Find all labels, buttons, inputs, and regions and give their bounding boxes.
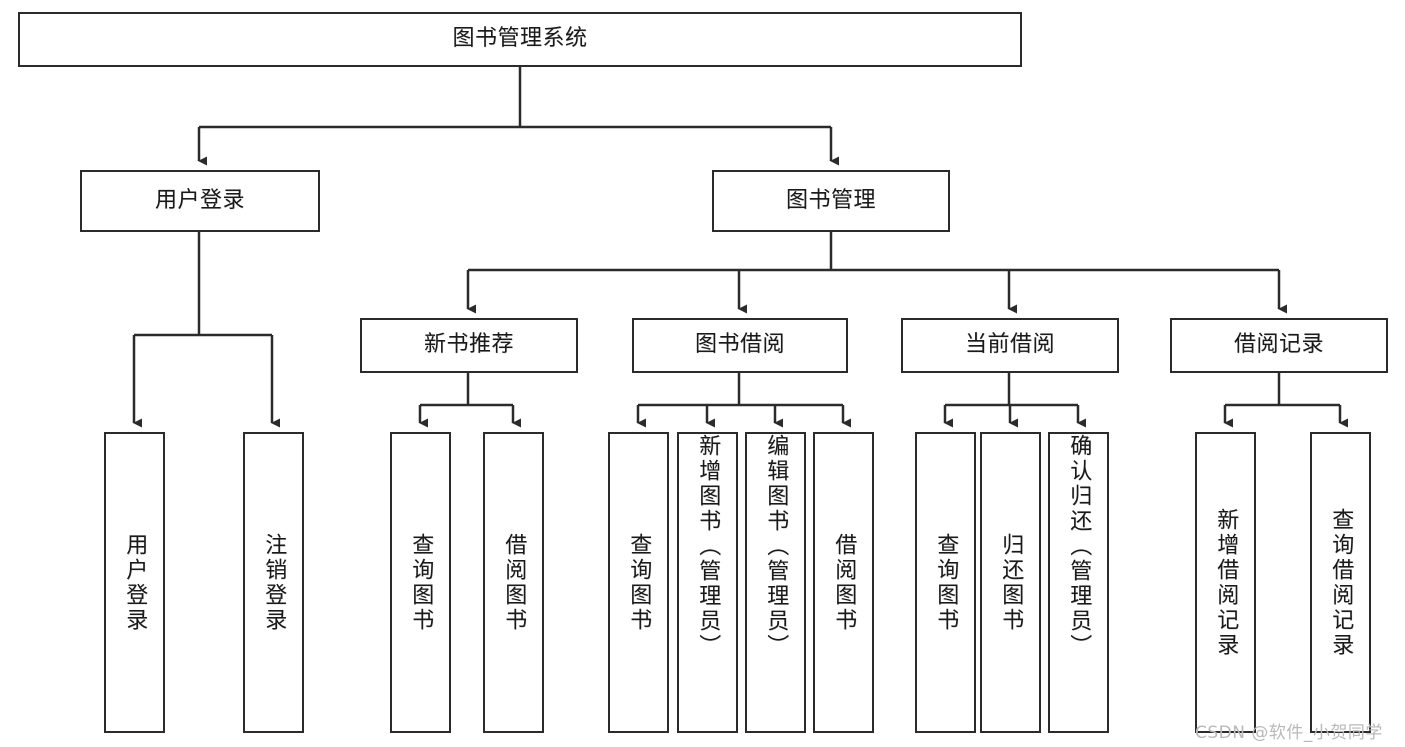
node-user-login-label: 用户登录 <box>154 187 245 213</box>
node-book-borrow-label: 图书借阅 <box>694 332 785 358</box>
node-user-login[interactable]: 用户登录 <box>80 170 320 232</box>
leaf-borrow-record-add-label: 新增借阅记录 <box>1213 507 1239 658</box>
leaf-user-login-logout[interactable]: 注销登录 <box>243 432 304 733</box>
leaf-user-login-login[interactable]: 用户登录 <box>104 432 165 733</box>
node-root-system-label: 图书管理系统 <box>452 26 588 52</box>
leaf-book-borrow-borrow-label: 借阅图书 <box>831 532 857 633</box>
leaf-new-book-borrow-label: 借阅图书 <box>501 532 527 633</box>
leaf-book-borrow-query-label: 查询图书 <box>626 532 652 633</box>
csdn-watermark: CSDN @软件_小贺同学 <box>1195 723 1383 743</box>
node-borrow-record[interactable]: 借阅记录 <box>1170 318 1388 373</box>
leaf-borrow-record-add[interactable]: 新增借阅记录 <box>1195 432 1256 733</box>
node-root-system[interactable]: 图书管理系统 <box>18 12 1022 67</box>
node-book-management-label: 图书管理 <box>785 187 876 213</box>
leaf-book-borrow-add[interactable]: 新增图书（管理员） <box>677 432 738 733</box>
node-current-borrow[interactable]: 当前借阅 <box>901 318 1119 373</box>
leaf-new-book-borrow[interactable]: 借阅图书 <box>483 432 544 733</box>
node-new-book-recommend[interactable]: 新书推荐 <box>360 318 578 373</box>
node-current-borrow-label: 当前借阅 <box>964 332 1055 358</box>
leaf-book-borrow-add-label: 新增图书（管理员） <box>695 434 721 659</box>
leaf-new-book-query-label: 查询图书 <box>408 532 434 633</box>
leaf-user-login-login-label: 用户登录 <box>122 532 148 633</box>
leaf-book-borrow-borrow[interactable]: 借阅图书 <box>813 432 874 733</box>
leaf-book-borrow-edit[interactable]: 编辑图书（管理员） <box>745 432 806 733</box>
node-new-book-recommend-label: 新书推荐 <box>423 332 514 358</box>
leaf-book-borrow-edit-label: 编辑图书（管理员） <box>763 434 789 659</box>
leaf-current-borrow-query-label: 查询图书 <box>933 532 959 633</box>
leaf-borrow-record-query-label: 查询借阅记录 <box>1328 507 1354 658</box>
leaf-borrow-record-query[interactable]: 查询借阅记录 <box>1310 432 1371 733</box>
leaf-current-borrow-confirm-label: 确认归还（管理员） <box>1066 434 1092 659</box>
leaf-user-login-logout-label: 注销登录 <box>261 532 287 633</box>
leaf-current-borrow-return-label: 归还图书 <box>998 532 1024 633</box>
leaf-current-borrow-confirm[interactable]: 确认归还（管理员） <box>1048 432 1109 733</box>
node-book-borrow[interactable]: 图书借阅 <box>632 318 848 373</box>
leaf-current-borrow-query[interactable]: 查询图书 <box>915 432 976 733</box>
node-book-management[interactable]: 图书管理 <box>712 170 950 232</box>
leaf-current-borrow-return[interactable]: 归还图书 <box>980 432 1041 733</box>
node-borrow-record-label: 借阅记录 <box>1233 332 1324 358</box>
leaf-new-book-query[interactable]: 查询图书 <box>390 432 451 733</box>
leaf-book-borrow-query[interactable]: 查询图书 <box>608 432 669 733</box>
